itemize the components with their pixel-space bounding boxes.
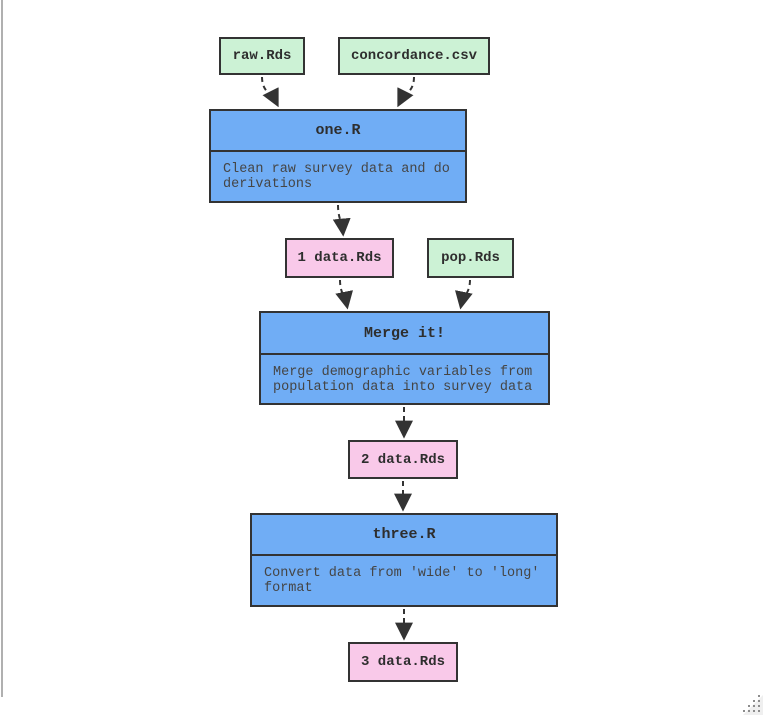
node-title: one.R <box>211 111 465 152</box>
edge-data1-to-merge <box>335 279 353 310</box>
node-pop-rds: pop.Rds <box>427 238 514 278</box>
node-one-r: one.R Clean raw survey data and do deriv… <box>209 109 467 203</box>
node-2-data-rds: 2 data.Rds <box>348 440 458 479</box>
resize-grip-icon[interactable] <box>739 691 763 715</box>
node-description: Convert data from 'wide' to 'long' forma… <box>264 566 540 596</box>
node-title: three.R <box>252 515 556 556</box>
node-concordance-csv: concordance.csv <box>338 37 490 75</box>
node-label: 2 data.Rds <box>360 451 445 468</box>
edge-one-to-data1 <box>332 204 351 237</box>
node-merge-it: Merge it! Merge demographic variables fr… <box>259 311 550 405</box>
node-three-r: three.R Convert data from 'wide' to 'lon… <box>250 513 558 607</box>
pane-divider <box>1 0 3 697</box>
node-1-data-rds: 1 data.Rds <box>285 238 394 278</box>
edge-raw-to-one <box>261 76 279 108</box>
node-label: 3 data.Rds <box>360 654 445 670</box>
node-label: concordance.csv <box>350 48 478 64</box>
node-label: 1 data.Rds <box>297 250 382 266</box>
node-label: pop.Rds <box>441 250 500 266</box>
node-3-data-rds: 3 data.Rds <box>348 642 458 682</box>
node-raw-rds: raw.Rds <box>219 37 305 75</box>
edge-pop-to-merge <box>455 279 473 310</box>
node-title: Merge it! <box>261 313 548 355</box>
node-description: Clean raw survey data and do derivations <box>223 162 450 192</box>
node-description: Merge demographic variables from populat… <box>273 365 533 395</box>
node-label: raw.Rds <box>232 48 292 64</box>
edge-concordance-to-one <box>397 76 415 108</box>
